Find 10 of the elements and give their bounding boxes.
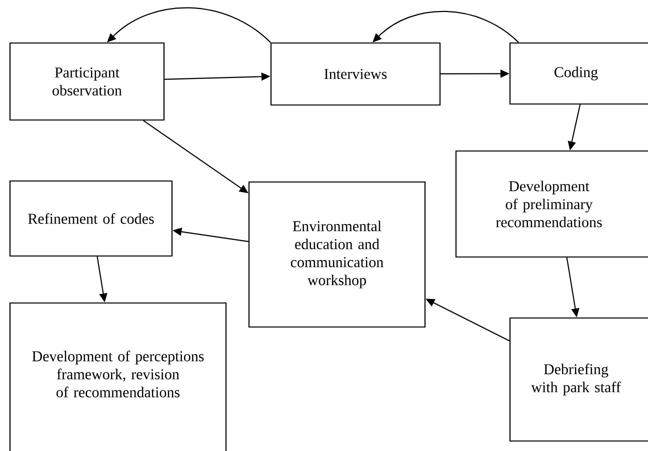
process-box: Development of preliminary recommendations: [455, 150, 648, 258]
process-box: Coding: [509, 42, 648, 105]
process-box: Development of perceptions framework, revision of recommendations: [9, 302, 227, 451]
process-box: Environmental education and communication workshop: [248, 181, 426, 328]
arrow: [372, 10, 519, 43]
arrow: [107, 7, 271, 43]
process-box: Interviews: [270, 42, 441, 106]
process-box: Participant observation: [9, 42, 165, 121]
process-box: Refinement of codes: [9, 180, 173, 257]
process-box: Debriefing with park staff: [509, 317, 648, 442]
